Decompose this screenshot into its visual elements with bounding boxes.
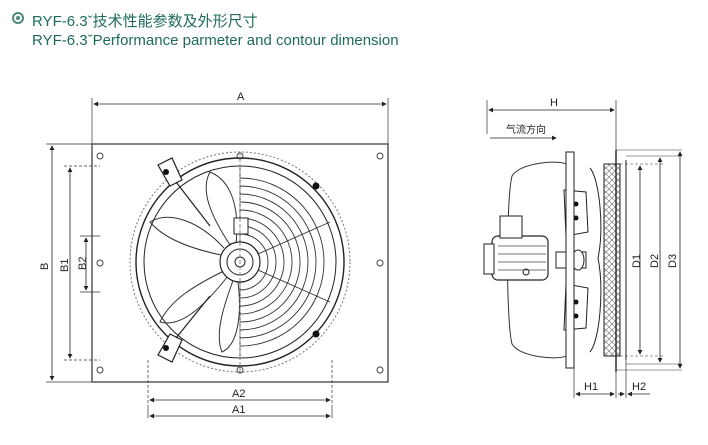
mounting-plate: [91, 143, 389, 383]
dim-B2-label: B2: [77, 257, 89, 270]
terminal-box: [233, 217, 249, 235]
dim-A-label: A: [237, 91, 245, 103]
dim-D2-label: D2: [649, 254, 661, 268]
mounting-brackets: [157, 157, 211, 363]
dim-D3-label: D3: [667, 254, 679, 268]
bullet-icon: [12, 12, 24, 24]
title-english: RYF-6.3ˇPerformance parmeter and contour…: [32, 32, 399, 49]
dim-H-label: H: [550, 97, 558, 109]
dim-H1-label: H1: [584, 381, 598, 393]
flange-plate: [565, 151, 575, 369]
airflow-label: 气流方向: [506, 123, 546, 136]
mounting-holes: [96, 152, 384, 374]
bracket-bolts: [163, 169, 320, 351]
dim-A2-label: A2: [232, 388, 245, 400]
dim-H2-label: H2: [632, 381, 646, 393]
side-view: H 气流方向: [483, 97, 683, 398]
dim-B-label: B: [39, 263, 51, 270]
dim-B1-label: B1: [59, 259, 71, 272]
motor-endcap: [483, 243, 495, 275]
terminal-box-side: [499, 215, 523, 239]
dim-D1-label: D1: [631, 254, 643, 268]
title-chinese: RYF-6.3ˇ技术性能参数及外形尺寸: [32, 13, 258, 30]
dim-A1-label: A1: [232, 404, 245, 416]
blade-profile: [589, 167, 602, 353]
motor-body: [491, 235, 549, 281]
front-view: A B B1 B2 A2 A1: [39, 91, 389, 419]
guard-mesh: [603, 163, 621, 357]
